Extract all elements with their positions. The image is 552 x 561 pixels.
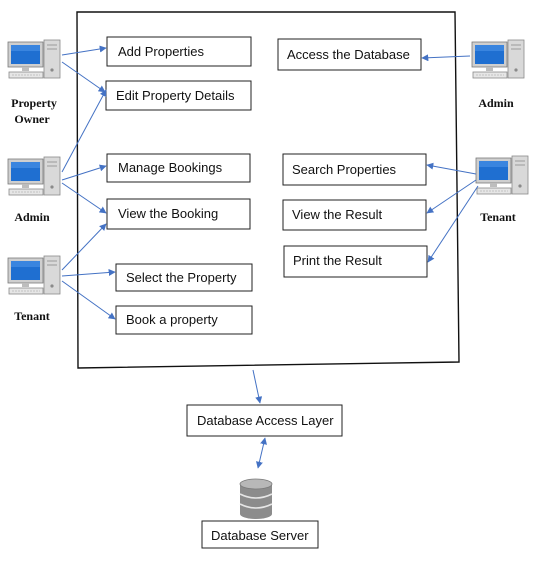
desktop-computer-icon <box>475 155 529 195</box>
database-server-label: Database Server <box>211 528 309 543</box>
use-case-book-a-property-label: Book a property <box>126 312 218 327</box>
use-case-print-the-result-label: Print the Result <box>293 253 382 268</box>
property-owner-label-line2: Owner <box>14 112 50 126</box>
arrow-admin-to-edit-property-details <box>61 89 107 173</box>
arrow-tenant-to-view-the-booking <box>61 223 107 271</box>
arrow-tenant-to-book-a-property <box>61 280 116 320</box>
use-case-search-properties-label: Search Properties <box>292 162 397 177</box>
tenant-left-actor: Tenant <box>7 255 61 323</box>
arrow-tenant-to-view-the-result <box>426 179 477 214</box>
use-case-view-the-result-label: View the Result <box>292 207 382 222</box>
admin-right-label: Admin <box>478 96 514 110</box>
arrow-owner-to-add-properties <box>61 45 107 56</box>
use-case-access-the-database-label: Access the Database <box>287 47 410 62</box>
tenant-left-label: Tenant <box>14 309 50 323</box>
arrow-tenant-to-print-the-result <box>427 185 479 263</box>
arrows <box>61 45 479 469</box>
use-case-manage-bookings-label: Manage Bookings <box>118 160 223 175</box>
arrow-admin-to-view-the-booking <box>61 182 107 214</box>
desktop-computer-icon <box>471 39 525 79</box>
database-access-layer-label: Database Access Layer <box>197 413 334 428</box>
property-owner-label-line1: Property <box>11 96 57 110</box>
arrow-system-to-database-access-layer <box>252 369 263 404</box>
desktop-computer-icon <box>7 156 61 196</box>
use-case-add-properties: Add Properties <box>106 36 252 67</box>
tenant-right-actor: Tenant <box>475 155 529 224</box>
database-access-layer-box: Database Access Layer <box>186 404 343 437</box>
arrow-admin-to-manage-bookings <box>61 164 107 181</box>
property-owner-actor: Property Owner <box>7 39 61 126</box>
arrow-layer-database-bidirectional <box>256 437 267 469</box>
use-case-print-the-result: Print the Result <box>283 245 428 278</box>
database-server: Database Server <box>201 478 319 549</box>
desktop-computer-icon <box>7 39 61 79</box>
use-case-edit-property-details-label: Edit Property Details <box>116 88 235 103</box>
use-case-view-the-booking: View the Booking <box>106 198 251 230</box>
use-case-edit-property-details: Edit Property Details <box>105 80 252 111</box>
arrow-owner-to-edit-property-details <box>61 61 106 93</box>
admin-left-actor: Admin <box>7 156 61 224</box>
use-case-add-properties-label: Add Properties <box>118 44 204 59</box>
use-case-select-the-property: Select the Property <box>115 263 253 292</box>
database-cylinder-icon <box>239 478 273 520</box>
use-case-access-the-database: Access the Database <box>277 38 422 71</box>
arrow-admin-to-access-the-database <box>421 54 471 62</box>
use-case-select-the-property-label: Select the Property <box>126 270 237 285</box>
system-boundary <box>76 11 460 369</box>
tenant-right-label: Tenant <box>480 210 516 224</box>
use-case-search-properties: Search Properties <box>282 153 427 186</box>
arrow-tenant-to-search-properties <box>426 162 477 175</box>
use-case-book-a-property: Book a property <box>115 305 253 335</box>
admin-left-label: Admin <box>14 210 50 224</box>
arrow-tenant-to-select-the-property <box>61 268 116 277</box>
admin-right-actor: Admin <box>471 39 525 110</box>
desktop-computer-icon <box>7 255 61 295</box>
use-case-view-the-booking-label: View the Booking <box>118 206 218 221</box>
use-case-view-the-result: View the Result <box>282 199 427 231</box>
use-case-manage-bookings: Manage Bookings <box>106 153 251 183</box>
